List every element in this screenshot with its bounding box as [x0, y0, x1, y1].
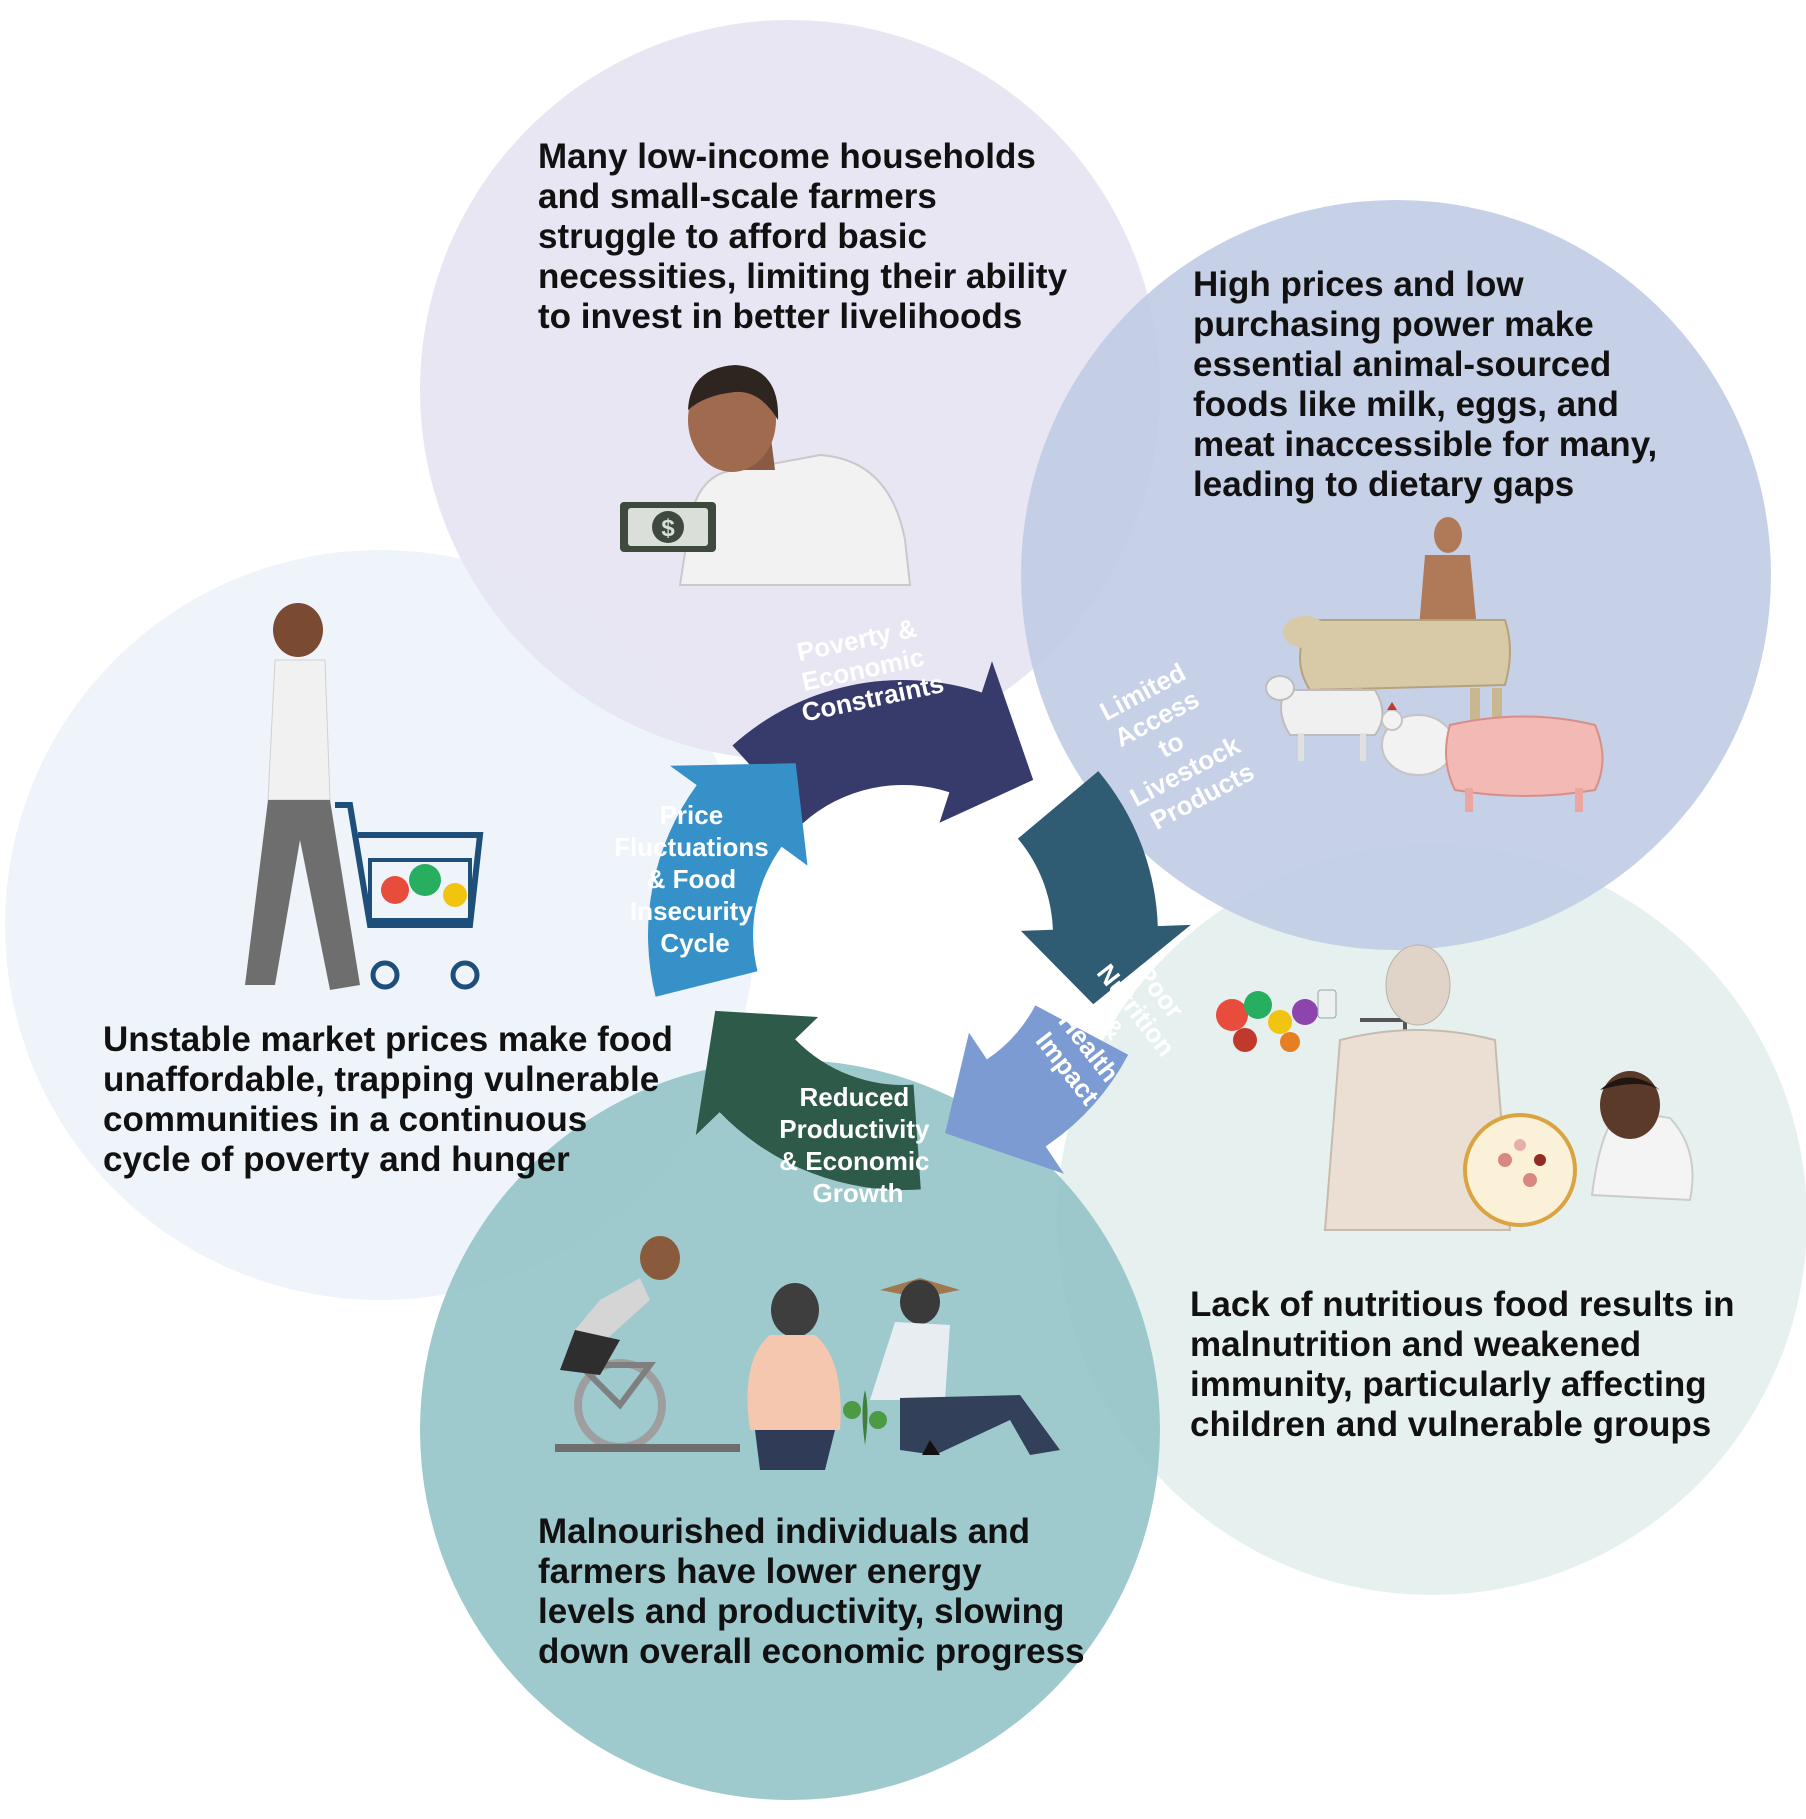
limited-access-description: High prices and low purchasing power mak…: [1193, 265, 1657, 505]
poor-nutrition-description: Lack of nutritious food results in malnu…: [1190, 1285, 1734, 1445]
price-fluctuations-description: Unstable market prices make food unaffor…: [103, 1020, 673, 1180]
svg-text:$: $: [661, 515, 675, 542]
reduced-productivity-description: Malnourished individuals and farmers hav…: [538, 1512, 1085, 1672]
poverty-description: Many low-income households and small-sca…: [538, 137, 1067, 337]
